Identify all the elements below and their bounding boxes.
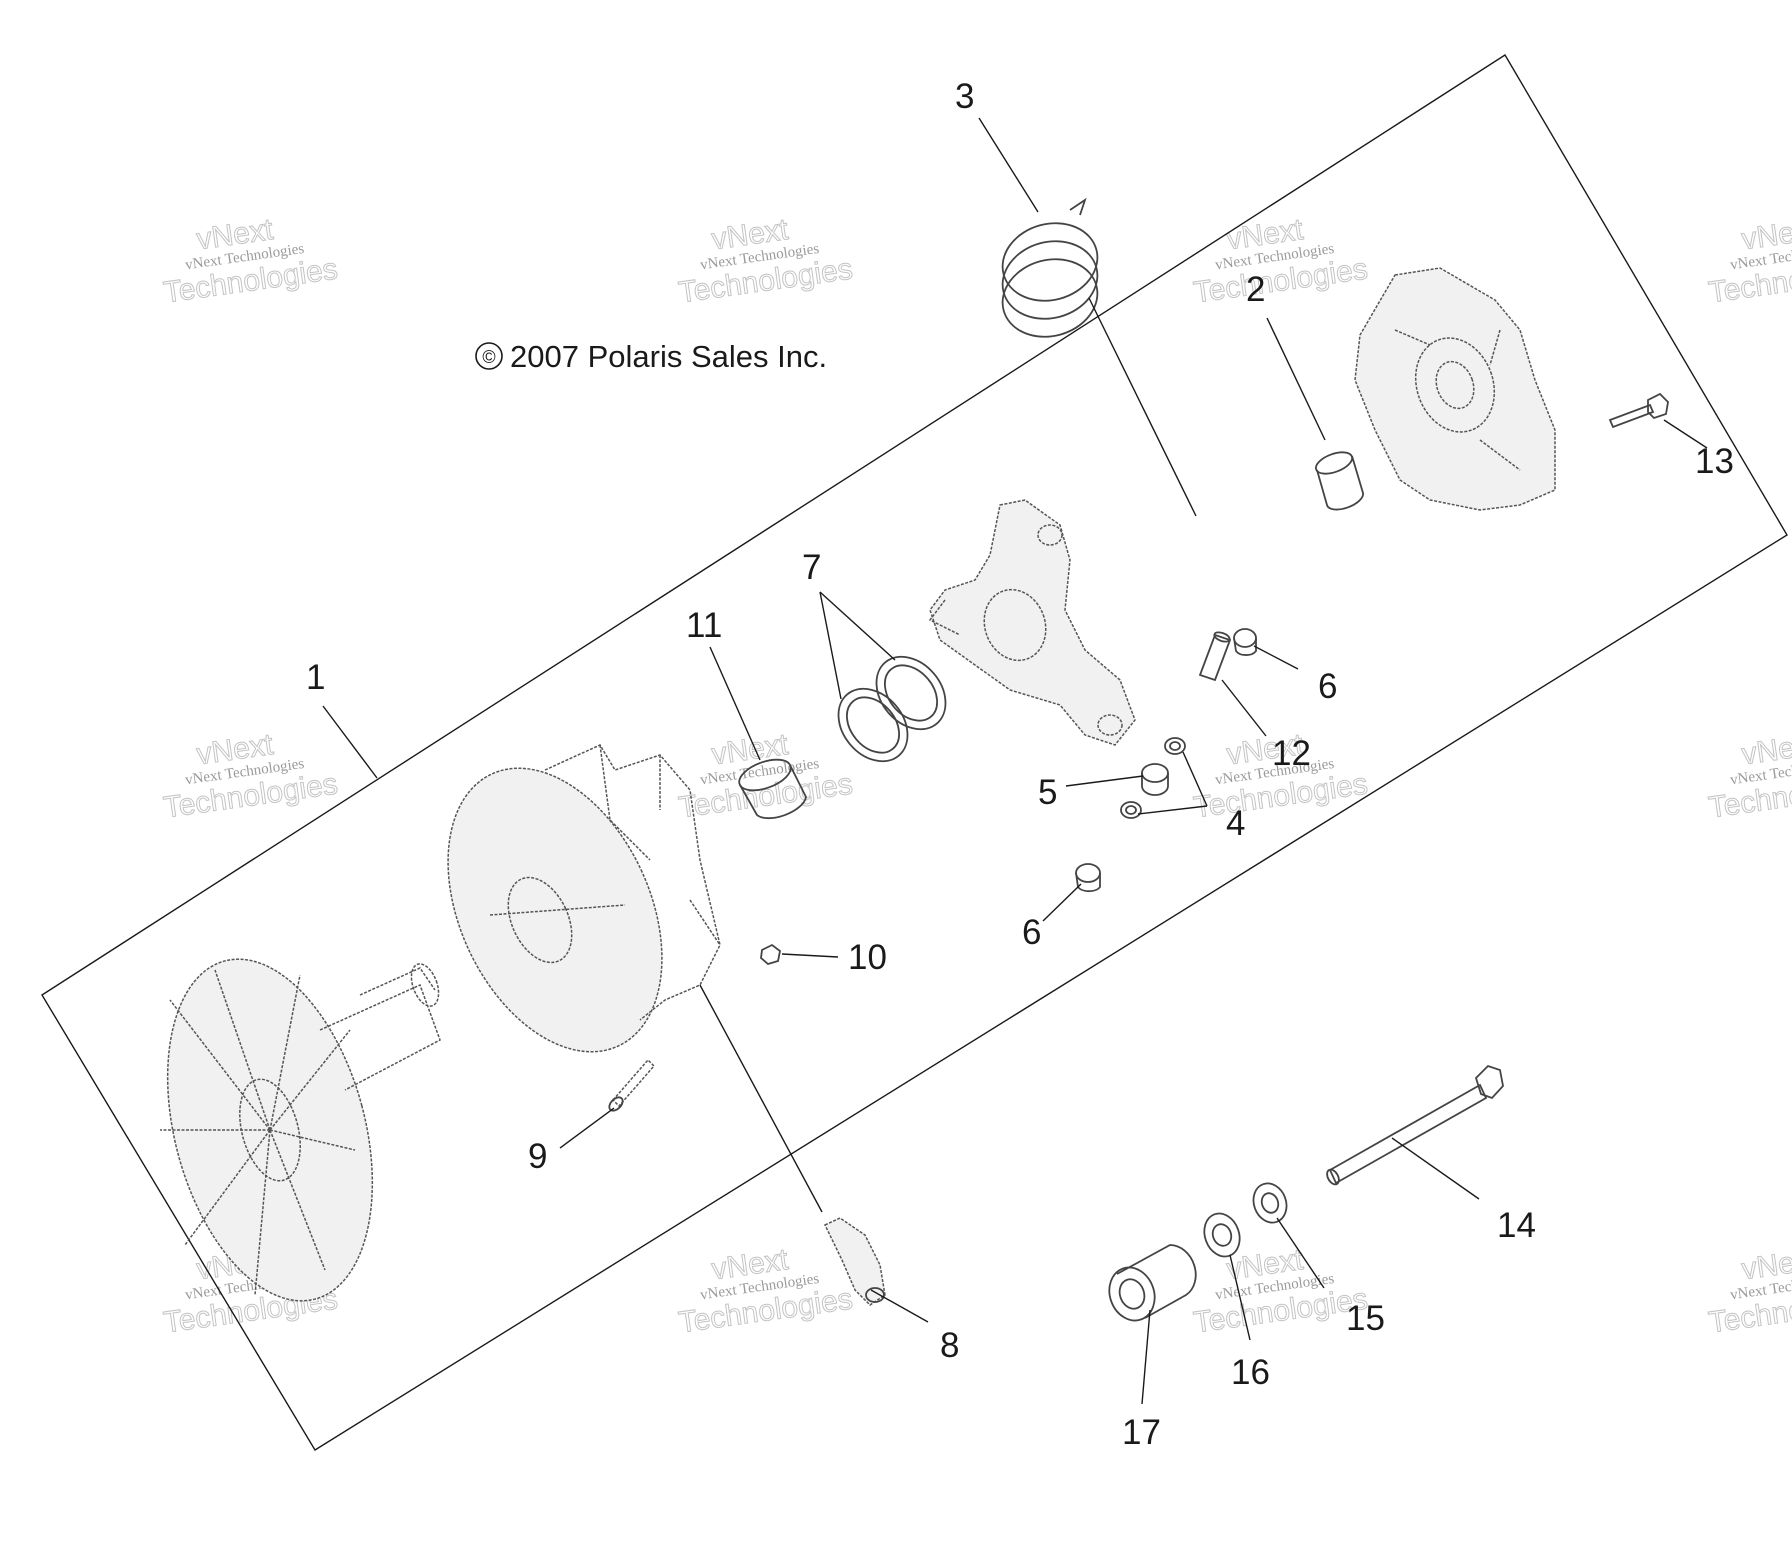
leader-line-6b — [1042, 883, 1082, 922]
watermark: vNext vNext Technologies Technologies — [676, 1243, 855, 1341]
weight-part-8 — [823, 1217, 886, 1306]
callout-3[interactable]: 3 — [955, 77, 974, 116]
nut-part-10 — [760, 943, 781, 966]
leader-line-4b — [1137, 805, 1208, 815]
callout-16[interactable]: 16 — [1231, 1353, 1270, 1392]
leader-line-16 — [1229, 1254, 1251, 1341]
movable-sheave-part — [447, 744, 721, 1053]
callout-4[interactable]: 4 — [1226, 804, 1245, 843]
cap-part-6-lower — [1075, 863, 1101, 893]
washer-part-4-lower — [1120, 801, 1142, 819]
callout-10[interactable]: 10 — [848, 938, 887, 977]
callout-8[interactable]: 8 — [940, 1326, 959, 1365]
leader-line-15 — [1276, 1217, 1325, 1289]
callout-9[interactable]: 9 — [528, 1137, 547, 1176]
leader-line-5 — [1065, 775, 1144, 787]
leader-line-12 — [1221, 679, 1267, 737]
watermark: vNext vNext Technologies Technologies — [676, 728, 855, 826]
callouts: 1 2 3 4 5 6 6 7 8 9 10 11 12 13 14 15 16… — [306, 77, 1734, 1452]
leader-line-9 — [559, 1107, 615, 1149]
leader-line-2 — [1266, 317, 1326, 441]
leader-line-13 — [1663, 419, 1708, 449]
callout-11[interactable]: 11 — [686, 606, 722, 645]
leader-line-4a — [1182, 751, 1208, 807]
cap-part-6-upper — [1233, 628, 1257, 656]
watermark: vNext vNext Technologies Technologies — [161, 728, 340, 826]
screw-part-9 — [608, 1058, 656, 1112]
copyright-notice: © 2007 Polaris Sales Inc. — [475, 339, 827, 374]
callout-5[interactable]: 5 — [1038, 773, 1057, 812]
watermark-layer: vNext vNext Technologies Technologies vN… — [161, 213, 1792, 1341]
callout-14[interactable]: 14 — [1497, 1206, 1536, 1245]
bolt-part-13 — [1608, 392, 1669, 429]
leader-line-8 — [870, 1289, 929, 1323]
watermark: vNext vNext Technologies Technologies — [1191, 213, 1370, 311]
watermark: vNext vNext Technologies Technologies — [161, 213, 340, 311]
watermark: vNext vNext Technologies Technologies — [1706, 213, 1792, 311]
washer-part-4-upper — [1164, 737, 1186, 755]
callout-2[interactable]: 2 — [1246, 270, 1265, 309]
spider-part — [928, 499, 1136, 746]
callout-6-lower[interactable]: 6 — [1022, 913, 1041, 952]
watermark: vNext vNext Technologies Technologies — [1706, 1243, 1792, 1341]
leader-line-1 — [322, 705, 378, 779]
callout-17[interactable]: 17 — [1122, 1413, 1161, 1452]
callout-6-upper[interactable]: 6 — [1318, 667, 1337, 706]
leader-line-17 — [1141, 1309, 1151, 1405]
watermark: vNext vNext Technologies Technologies — [1706, 728, 1792, 826]
fixed-sheave-part — [160, 958, 441, 1302]
leader-line-7b — [819, 591, 896, 661]
copyright-text: 2007 Polaris Sales Inc. — [510, 339, 827, 374]
callout-12[interactable]: 12 — [1272, 734, 1311, 773]
leader-lines — [322, 117, 1708, 1405]
cover-part — [1354, 267, 1556, 511]
leader-line-11 — [709, 646, 761, 761]
pin-part-12 — [1198, 631, 1232, 682]
bushing-part-11 — [738, 758, 807, 820]
washers-part-7 — [837, 655, 947, 763]
leader-line-3 — [978, 117, 1039, 213]
callout-1[interactable]: 1 — [306, 658, 325, 697]
leader-line-3b — [1088, 297, 1197, 517]
copyright-symbol: © — [482, 347, 495, 367]
leader-line-6a — [1253, 645, 1299, 670]
callout-7[interactable]: 7 — [802, 548, 821, 587]
washer-part-15 — [1252, 1182, 1288, 1224]
spacer-part-17 — [1108, 1244, 1197, 1322]
leader-line-8b — [699, 984, 823, 1213]
leader-line-14 — [1391, 1137, 1480, 1200]
callout-15[interactable]: 15 — [1346, 1299, 1385, 1338]
bolt-part-14 — [1326, 1064, 1504, 1186]
watermark: vNext vNext Technologies Technologies — [676, 213, 855, 311]
leader-line-7a — [819, 591, 842, 700]
spring-part-3 — [1001, 197, 1099, 338]
bushing-part-2 — [1314, 451, 1364, 511]
assembly-frame — [41, 54, 1788, 1451]
callout-13[interactable]: 13 — [1695, 442, 1734, 481]
leader-line-10 — [781, 953, 839, 958]
roller-part-5 — [1141, 763, 1169, 796]
